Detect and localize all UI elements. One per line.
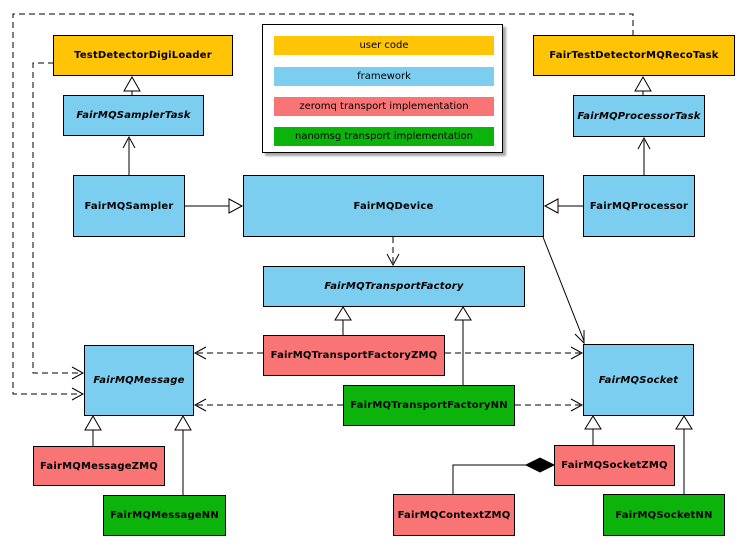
- node-fairmq-device: FairMQDevice: [243, 175, 544, 237]
- node-fairmq-transport-factory-zmq: FairMQTransportFactoryZMQ: [263, 335, 445, 376]
- edge-contextzmq-to-socketzmq-composition: [452, 457, 556, 494]
- edge-processortask-to-recotask-inheritance: [634, 75, 652, 95]
- node-test-detector-digi-loader: TestDetectorDigiLoader: [53, 35, 233, 76]
- node-fairmq-processor: FairMQProcessor: [583, 175, 695, 237]
- edge-processor-to-processortask-association: [637, 136, 651, 175]
- edge-digiloader-to-message-dependency: [32, 62, 85, 380]
- edge-factoryzmq-to-socket-dependency: [445, 346, 584, 360]
- node-fairmq-transport-factory: FairMQTransportFactory: [263, 266, 525, 307]
- node-fairmq-transport-factory-nn: FairMQTransportFactoryNN: [343, 385, 515, 426]
- edge-sampler-to-samplertask-association: [122, 135, 136, 175]
- edge-factorynn-to-transportfactory-inheritance: [454, 306, 472, 385]
- edge-socketnn-to-socket-inheritance: [675, 415, 693, 494]
- node-fairmq-processor-task: FairMQProcessorTask: [573, 95, 705, 137]
- edge-factoryzmq-to-transportfactory-inheritance: [334, 306, 352, 335]
- node-fairmq-sampler: FairMQSampler: [73, 175, 185, 237]
- legend-item-user-code: user code: [274, 36, 494, 55]
- legend-item-framework: framework: [274, 67, 494, 86]
- edge-factorynn-to-socket-dependency: [515, 398, 584, 412]
- legend-item-zeromq: zeromq transport implementation: [274, 97, 494, 116]
- edge-device-to-transportfactory-dependency: [386, 237, 400, 267]
- node-fairmq-message: FairMQMessage: [84, 345, 194, 416]
- edge-recotask-to-message-dependency: [12, 13, 634, 401]
- node-fairmq-message-nn: FairMQMessageNN: [103, 495, 226, 536]
- edge-device-to-socket-association: [542, 236, 585, 345]
- edge-messagenn-to-message-inheritance: [174, 414, 192, 495]
- node-fairmq-socket-nn: FairMQSocketNN: [603, 494, 725, 536]
- node-fairmq-message-zmq: FairMQMessageZMQ: [33, 446, 165, 486]
- edge-processor-to-device-inheritance: [543, 198, 583, 214]
- edge-sampler-to-device-inheritance: [185, 198, 244, 214]
- edge-factorynn-to-message-dependency: [193, 398, 343, 412]
- legend-item-nanomsg: nanomsg transport implementation: [274, 127, 494, 146]
- edge-messagezmq-to-message-inheritance: [84, 414, 102, 446]
- node-fairmq-context-zmq: FairMQContextZMQ: [393, 494, 515, 536]
- node-fairmq-socket-zmq: FairMQSocketZMQ: [554, 445, 675, 486]
- edge-factoryzmq-to-message-dependency: [193, 346, 263, 360]
- legend: user code framework zeromq transport imp…: [262, 24, 503, 153]
- node-fairmq-socket: FairMQSocket: [583, 344, 694, 416]
- edge-samplertask-to-digiloader-inheritance: [123, 75, 141, 95]
- node-fair-test-detector-mq-reco-task: FairTestDetectorMQRecoTask: [533, 35, 735, 76]
- node-fairmq-sampler-task: FairMQSamplerTask: [63, 95, 204, 136]
- edge-socketzmq-to-socket-inheritance: [584, 415, 602, 445]
